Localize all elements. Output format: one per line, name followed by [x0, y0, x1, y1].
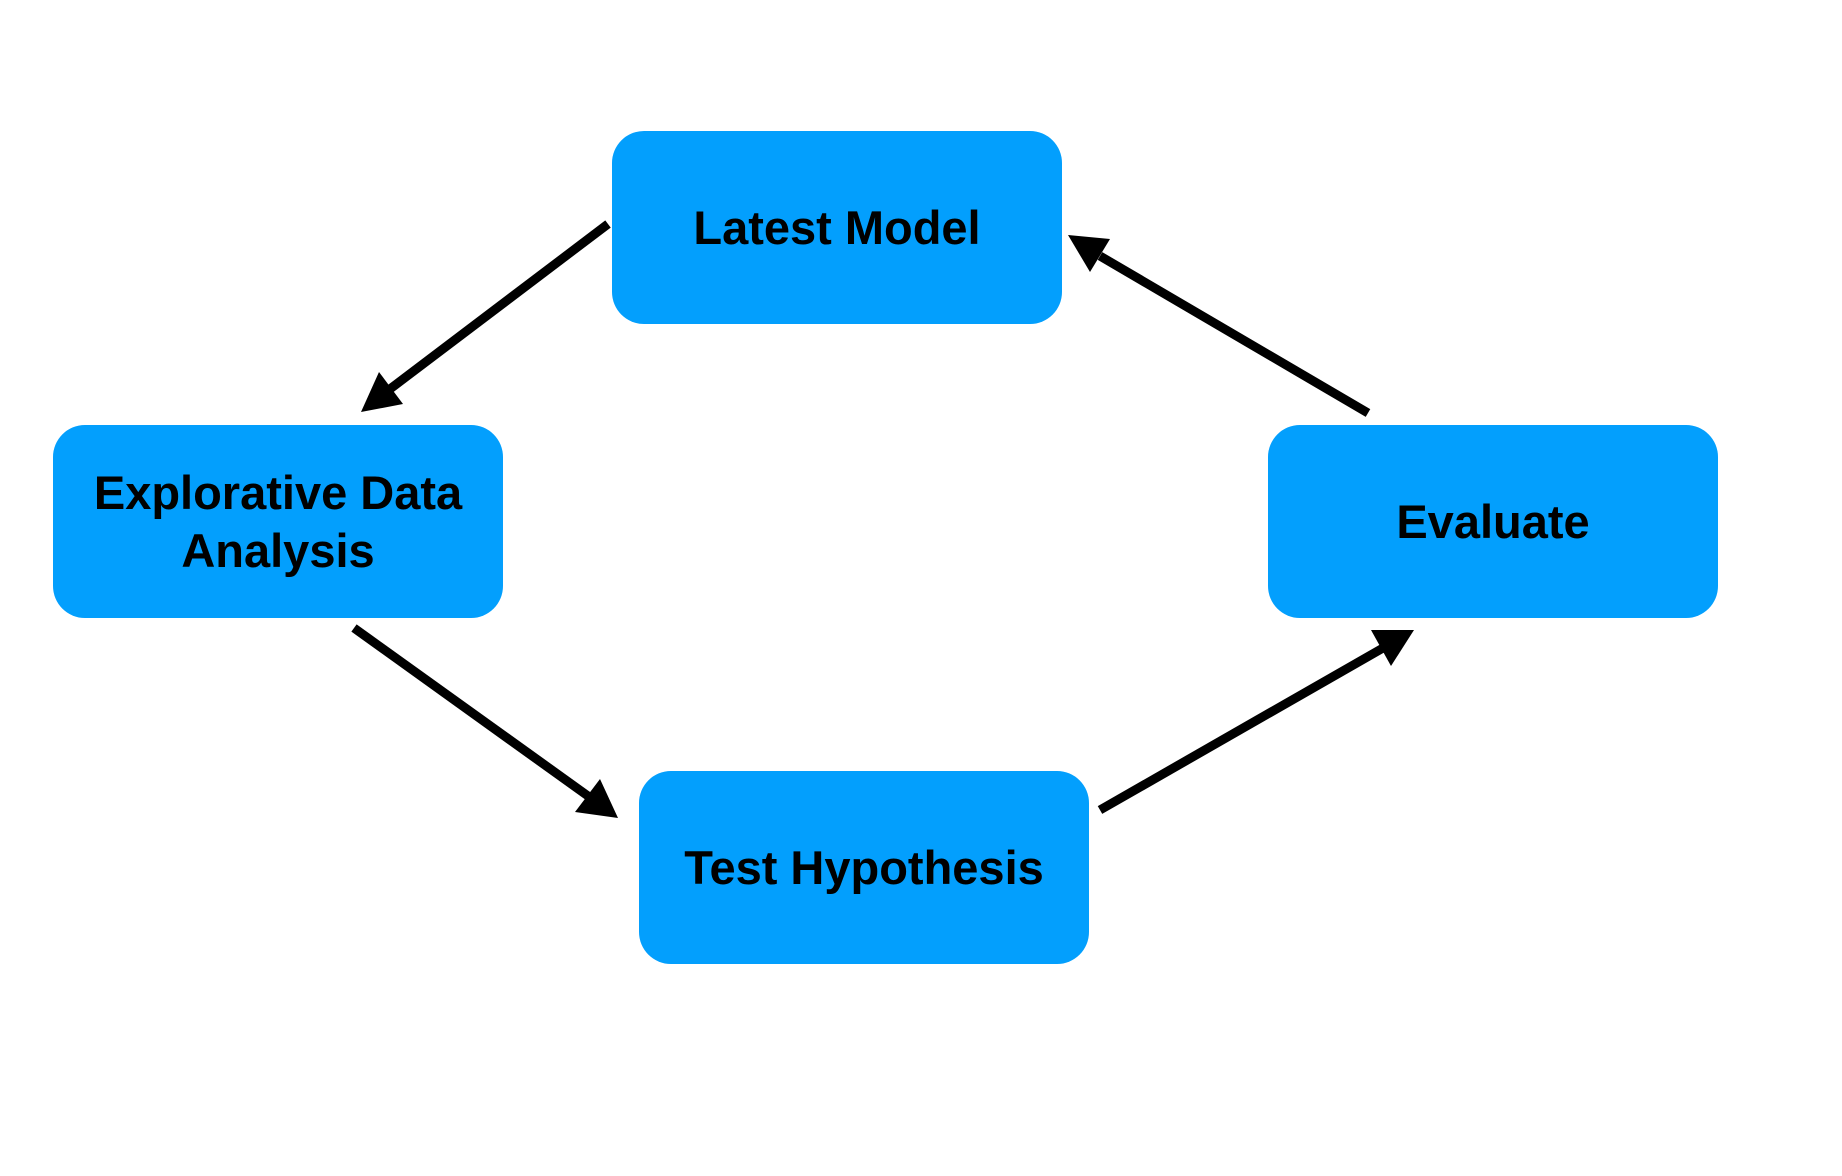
arrow-shaft	[387, 220, 611, 393]
node-label: Explorative Data Analysis	[93, 465, 463, 577]
arrowhead	[575, 779, 618, 818]
edge-test-hypothesis-to-evaluate	[1097, 630, 1414, 814]
edge-eda-to-test-hypothesis	[351, 624, 618, 818]
node-label: Test Hypothesis	[684, 840, 1044, 894]
node-explorative-data-analysis: Explorative Data Analysis	[53, 425, 503, 618]
arrow-shaft	[1097, 252, 1371, 417]
arrow-shaft	[351, 624, 591, 800]
edge-latest-model-to-eda	[361, 220, 611, 412]
arrowhead	[1068, 235, 1110, 272]
edge-evaluate-to-latest-model	[1068, 235, 1371, 417]
node-label: Latest Model	[693, 200, 981, 254]
node-label: Evaluate	[1396, 494, 1590, 548]
node-latest-model: Latest Model	[612, 131, 1062, 324]
arrow-shaft	[1097, 644, 1386, 814]
arrowhead	[361, 372, 403, 412]
arrowhead	[1371, 630, 1414, 666]
node-evaluate: Evaluate	[1268, 425, 1718, 618]
node-test-hypothesis: Test Hypothesis	[639, 771, 1089, 964]
